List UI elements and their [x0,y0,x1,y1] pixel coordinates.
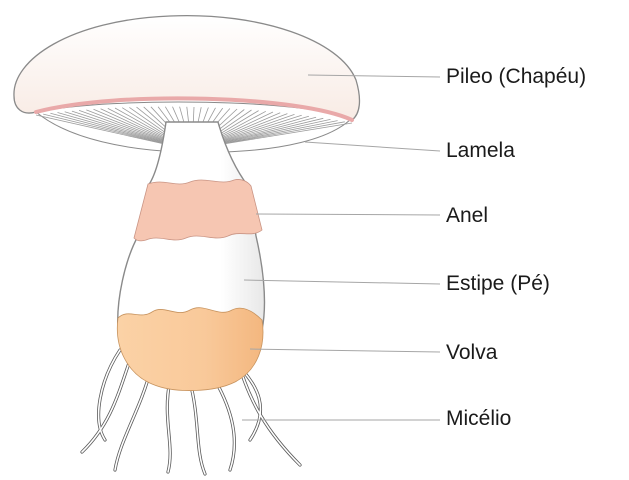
annulus [134,179,262,240]
leader-estipe [244,280,440,284]
label-micelio: Micélio [446,408,511,429]
label-pileo: Pileo (Chapéu) [446,66,586,87]
leader-anel [256,214,440,215]
label-lamela: Lamela [446,140,515,161]
label-volva: Volva [446,342,497,363]
label-estipe: Estipe (Pé) [446,273,550,294]
leader-lamela [305,142,440,151]
volva [117,308,263,391]
label-anel: Anel [446,205,488,226]
leader-volva [250,349,440,352]
